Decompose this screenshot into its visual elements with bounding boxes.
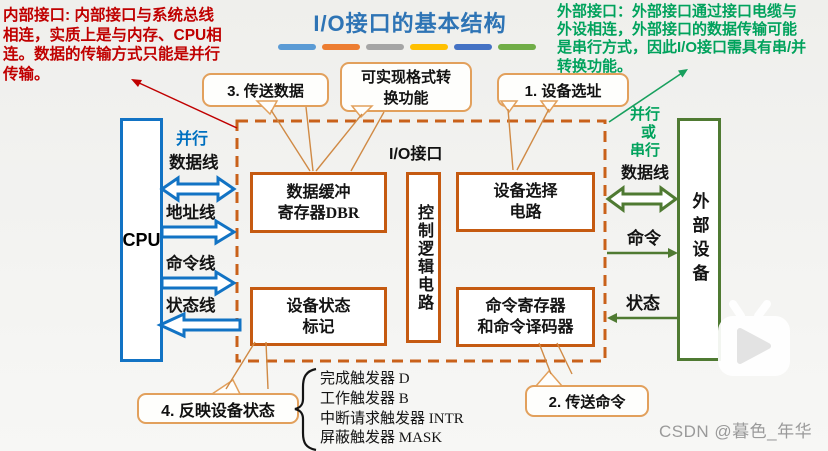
data-bus-arrow [159, 175, 237, 203]
peripheral-data-label: 数据线 [621, 165, 670, 182]
note-line: 传输。 [3, 65, 50, 83]
address-bus-label: 地址线 [166, 203, 216, 222]
box-label-line: 控制逻辑电路 [415, 203, 432, 312]
command-register-decoder-box: 命令寄存器 和命令译码器 [456, 287, 595, 347]
peripheral-data-arrow [605, 185, 679, 213]
or-label: 或 [641, 124, 657, 141]
callout-tail [534, 369, 564, 387]
flipflop-item: 屏蔽触发器 MASK [320, 430, 443, 447]
flipflop-item: 完成触发器 D [320, 371, 410, 387]
note-line: 是串行方式，因此I/O接口需具有串/并 [557, 39, 807, 57]
command-bus-arrow [160, 269, 237, 297]
box-label-line: 数据缓冲 [286, 183, 351, 201]
callout-device-addressing: 1. 设备选址 [497, 73, 629, 107]
peripheral-status-arrow [607, 313, 617, 323]
flipflop-item: 中断请求触发器 INTR [320, 410, 464, 427]
box-label-line: 寄存器DBR [277, 204, 360, 222]
data-buffer-register-box: 数据缓冲 寄存器DBR [250, 172, 387, 233]
serial-label: 串行 [630, 142, 661, 159]
parallel-label-left: 并行 [176, 131, 209, 148]
slide-title: I/O接口的基本结构 [313, 11, 507, 36]
box-label-line: 命令寄存器 [485, 298, 566, 315]
command-bus-label: 命令线 [166, 254, 216, 273]
status-bus-arrow [156, 311, 242, 339]
title-dash [366, 44, 404, 50]
title-dash [498, 44, 536, 50]
internal-interface-note: 内部接口: 内部接口与系统总线 相连，实质上是与内存、CPU相 连。数据的传输方… [3, 6, 222, 84]
device-status-flag-box: 设备状态 标记 [250, 287, 387, 346]
external-device-label: 外部设备 [689, 191, 709, 288]
data-bus-label: 数据线 [169, 153, 219, 172]
box-label-line: 设备选择 [493, 183, 558, 200]
callout-tail [209, 378, 242, 395]
box-label-line: 标记 [302, 318, 335, 336]
note-line: 相连，实质上是与内存、CPU相 [3, 26, 222, 44]
note-line: 外设相连，外部接口的数据传输可能 [557, 21, 798, 39]
callout-transfer-data: 3. 传送数据 [202, 73, 329, 107]
box-label-line: 设备状态 [286, 297, 351, 315]
callout-reflect-device-status: 4. 反映设备状态 [137, 393, 299, 424]
control-logic-box: 控制逻辑电路 [406, 172, 441, 343]
title-underline-dashes [278, 44, 536, 50]
tv-play-icon[interactable] [718, 300, 790, 376]
title-dash [322, 44, 360, 50]
callout-tails [209, 100, 564, 395]
callout-label: 可实现格式转换功能 [360, 69, 451, 107]
external-device-box: 外部设备 [677, 118, 721, 361]
status-bus-label: 状态线 [166, 296, 216, 315]
peripheral-status-label: 状态 [626, 294, 660, 313]
title-dash [278, 44, 316, 50]
play-button[interactable] [710, 290, 805, 390]
peripheral-command-label: 命令 [627, 229, 661, 248]
io-interface-label: I/O接口 [389, 146, 443, 163]
flipflop-item: 工作触发器 B [320, 390, 409, 407]
note-line: 连。数据的传输方式只能是并行 [3, 46, 221, 63]
title-dash [410, 44, 448, 50]
note-line: 转换功能。 [557, 57, 633, 75]
box-label-line: 电路 [509, 204, 542, 221]
callout-format-conversion: 可实现格式转换功能 [340, 62, 472, 112]
note-line: 外部接口：外部接口通过接口电缆与 [557, 3, 798, 20]
cpu-box: CPU [120, 118, 163, 362]
callout-send-command: 2. 传送命令 [525, 385, 649, 417]
device-select-circuit-box: 设备选择 电路 [456, 172, 595, 232]
csdn-watermark: CSDN @暮色_年华 [659, 422, 813, 441]
box-label-line: 和命令译码器 [477, 319, 574, 336]
note-line: 内部接口: 内部接口与系统总线 [3, 7, 214, 24]
flipflop-list: 完成触发器 D 工作触发器 B 中断请求触发器 INTR 屏蔽触发器 MASK [320, 370, 464, 449]
title-dash [454, 44, 492, 50]
external-interface-note: 外部接口：外部接口通过接口电缆与 外设相连，外部接口的数据传输可能 是串行方式，… [557, 3, 806, 76]
address-bus-arrow [160, 218, 237, 246]
